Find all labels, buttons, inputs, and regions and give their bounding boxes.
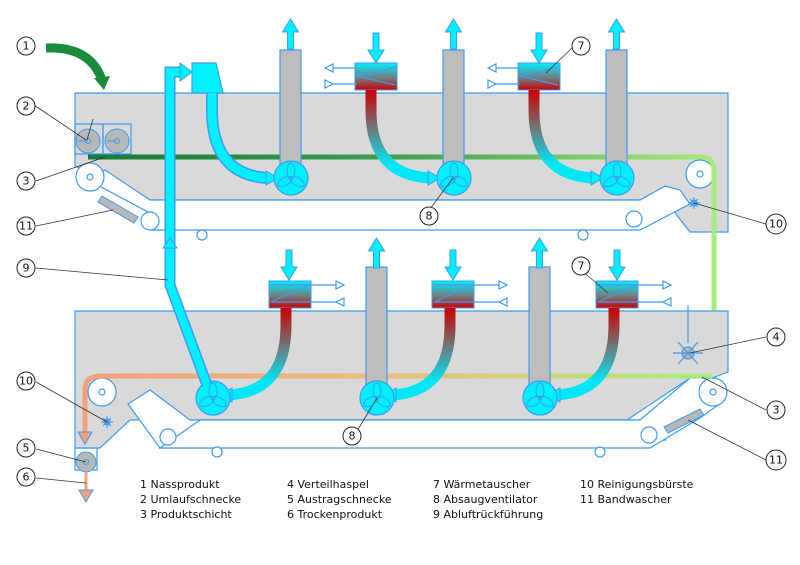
callouts	[33, 45, 767, 484]
svg-text:11: 11	[19, 220, 33, 233]
legend-item: 6 Trockenprodukt	[287, 508, 383, 521]
svg-text:8: 8	[349, 430, 356, 443]
heat-exchanger-lower-2	[383, 249, 509, 403]
legend-item: 2 Umlaufschnecke	[140, 493, 241, 506]
roller-axle	[709, 388, 717, 396]
exhaust-up-arrow-icon	[530, 237, 549, 269]
svg-text:7: 7	[578, 260, 585, 273]
legend-item: 10 Reinigungsbürste	[580, 478, 694, 491]
svg-text:10: 10	[19, 375, 33, 388]
callout-3: 3	[16, 171, 36, 191]
legend-item: 3 Produktschicht	[140, 508, 232, 521]
heat-exchanger-lower-3	[547, 249, 673, 403]
callout-9: 9	[16, 258, 36, 278]
distribution-reel-icon	[673, 305, 703, 365]
svg-text:6: 6	[23, 471, 30, 484]
heat-exchanger-upper-1	[323, 32, 441, 186]
support-roller	[594, 446, 606, 458]
callout-3: 3	[766, 400, 786, 420]
legend-item: 11 Bandwascher	[580, 493, 672, 506]
air-distribution-hood	[191, 62, 224, 94]
upper-return-roller	[625, 210, 643, 228]
svg-text:1: 1	[23, 40, 30, 53]
air-in-arrow-icon	[367, 32, 385, 64]
roller-axle	[696, 170, 704, 178]
exhaust-stack	[442, 49, 465, 171]
air-in-arrow-icon	[280, 249, 298, 281]
exhaust-up-arrow-icon	[367, 237, 386, 269]
callout-4: 4	[766, 327, 786, 347]
heat-exchanger-upper-2	[486, 32, 604, 186]
wet-product-arrowhead	[94, 76, 110, 90]
belt-washer-icon	[97, 195, 139, 224]
exhaust-up-arrow-icon	[607, 18, 626, 50]
belt-washer-icon	[663, 408, 705, 434]
air-in-arrow-icon	[444, 249, 462, 281]
air-in-arrow-icon	[608, 249, 626, 281]
exhaust-stack	[279, 49, 302, 171]
svg-text:2: 2	[23, 100, 30, 113]
callout-11: 11	[16, 216, 36, 236]
product-layer-lower	[82, 373, 712, 432]
upper-tension-roller	[140, 211, 160, 231]
callout-10: 10	[16, 371, 36, 391]
legend-item: 5 Austragschnecke	[287, 493, 392, 506]
lower-tension-roller	[159, 428, 177, 446]
support-roller	[211, 446, 223, 458]
exhaust-fan-icon	[599, 160, 635, 196]
exhaust-stack	[365, 266, 388, 388]
svg-text:4: 4	[773, 331, 780, 344]
svg-text:8: 8	[426, 210, 433, 223]
callout-8: 8	[342, 426, 362, 446]
exhaust-recirculation-duct	[162, 62, 213, 387]
product-down-arrow	[77, 431, 93, 445]
support-roller	[577, 229, 589, 241]
exhaust-fan-icon	[273, 160, 309, 196]
callout-7: 7	[571, 36, 591, 56]
legend-item: 4 Verteilhaspel	[287, 478, 369, 491]
wet-product-arrow	[45, 43, 107, 82]
legend-item: 7 Wärmetauscher	[433, 478, 531, 491]
legend-item: 9 Abluftrückführung	[433, 508, 543, 521]
lower-return-roller	[640, 426, 658, 444]
callout-7: 7	[571, 256, 591, 276]
exhaust-up-arrow-icon	[281, 18, 300, 50]
lower-dryer-stage	[74, 237, 729, 503]
roller-axle	[86, 173, 94, 181]
callout-2: 2	[16, 96, 36, 116]
exhaust-fan-icon	[522, 380, 558, 416]
svg-text:5: 5	[23, 442, 30, 455]
svg-text:11: 11	[769, 454, 783, 467]
svg-text:7: 7	[578, 40, 585, 53]
callout-1: 1	[16, 36, 36, 56]
air-in-arrow-icon	[530, 32, 548, 64]
svg-text:9: 9	[23, 262, 30, 275]
callout-8: 8	[419, 206, 439, 226]
callout-6: 6	[16, 467, 36, 487]
legend-item: 1 Nassprodukt	[140, 478, 220, 491]
callout-11: 11	[765, 449, 787, 471]
dry-product-arrow	[78, 489, 94, 503]
callout-10: 10	[765, 213, 787, 235]
exhaust-up-arrow-icon	[444, 18, 463, 50]
exhaust-stack	[605, 49, 628, 171]
svg-text:3: 3	[23, 175, 30, 188]
exhaust-stack	[528, 266, 551, 388]
exhaust-fan-icon	[195, 380, 231, 416]
exhaust-fan-icon	[436, 160, 472, 196]
callout-5: 5	[16, 438, 36, 458]
legend: 1 Nassprodukt 2 Umlaufschnecke 3 Produkt…	[140, 478, 694, 521]
product-layer-upper	[88, 154, 717, 350]
roller-axle	[98, 388, 106, 396]
svg-text:3: 3	[773, 404, 780, 417]
upper-dryer-stage	[45, 18, 729, 363]
heat-exchanger-lower-1	[219, 249, 346, 403]
svg-text:10: 10	[769, 218, 783, 231]
screw-housing	[102, 123, 132, 155]
legend-item: 8 Absaugventilator	[433, 493, 538, 506]
support-roller	[196, 229, 208, 241]
